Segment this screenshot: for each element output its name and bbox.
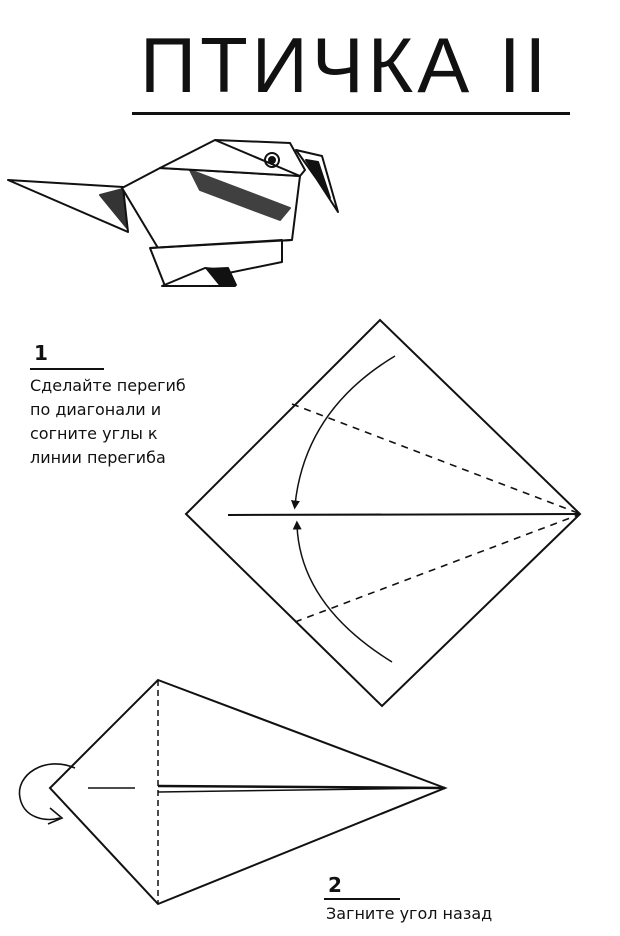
step-1-fold-line-lower [294, 514, 579, 623]
step-2-kite-shape [48, 678, 448, 906]
step-2-number: 2 [328, 873, 342, 897]
bird-foot-shading [206, 267, 237, 286]
step-2-horizontal-crease-lower [157, 787, 441, 793]
step-2-arrow-tip [47, 807, 64, 825]
step-2-underline [324, 898, 400, 900]
step-1-fold-line-upper [291, 403, 579, 514]
step-1-number: 1 [34, 341, 48, 365]
bird-beak [295, 149, 339, 213]
step-2-horizontal-crease-upper [157, 784, 446, 790]
step-1-arrow-lower [292, 520, 393, 663]
title-underline [132, 112, 570, 115]
step-1-arrow-upper [290, 355, 396, 510]
bird-wing-shading [189, 169, 291, 221]
step-1-underline [30, 368, 104, 370]
bird-body [121, 167, 301, 249]
page-title: ПТИЧКА II [140, 21, 551, 109]
step-2-fold-back-arrow [18, 763, 76, 821]
bird-crease [149, 239, 293, 249]
bird-tail-shading [99, 188, 128, 229]
finished-bird-illustration [7, 139, 339, 287]
bird-fold [214, 139, 301, 177]
step-1-diagram [184, 318, 582, 708]
step-2-text: Загните угол назад [326, 904, 493, 923]
step-2-diagram [18, 678, 448, 906]
step-1-text: Сделайте перегиб по диагонали и согните … [30, 376, 186, 467]
step-1-crease-line [227, 513, 581, 516]
bird-beak-shading [305, 159, 331, 199]
step-1-square [184, 318, 582, 708]
bird-pupil [268, 156, 276, 164]
